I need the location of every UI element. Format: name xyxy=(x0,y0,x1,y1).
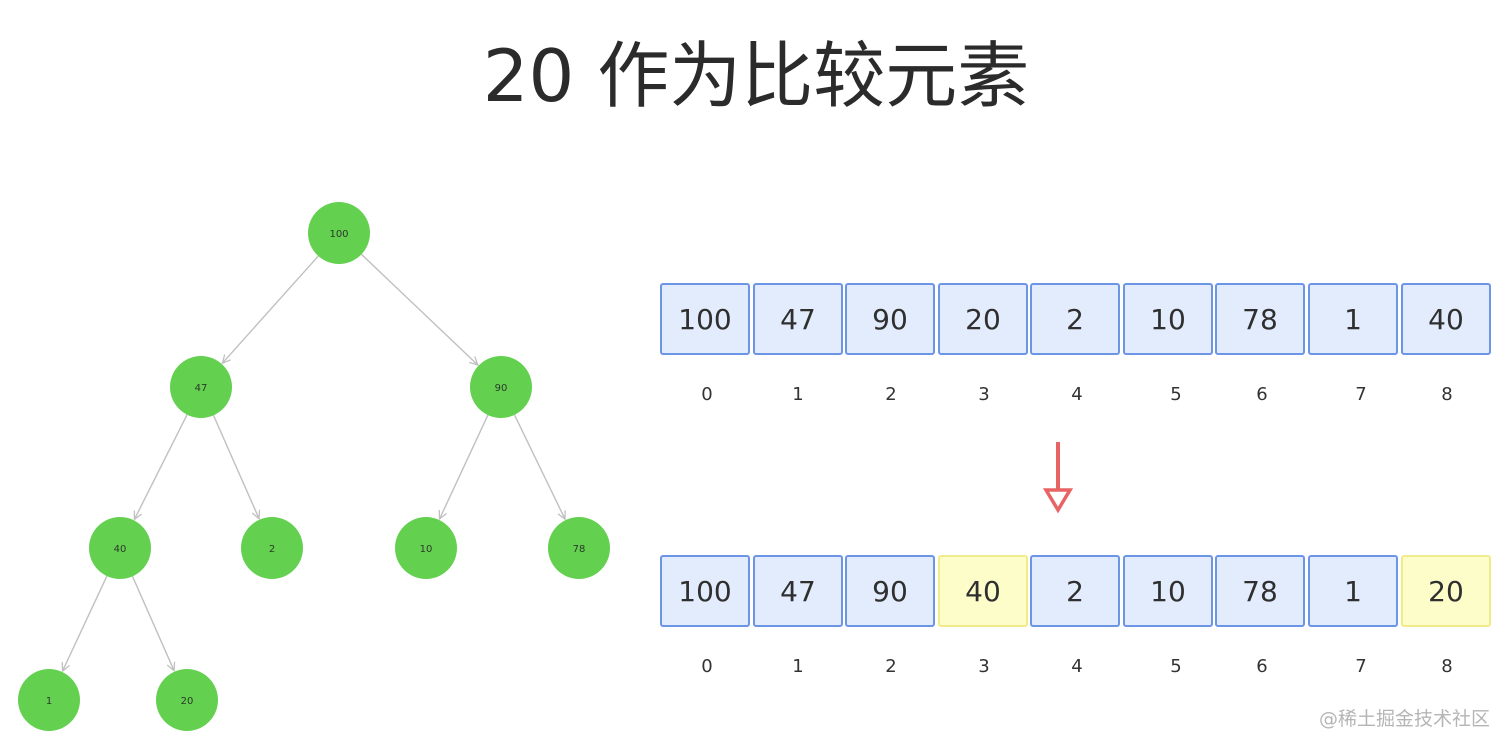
tree-node-circle xyxy=(308,202,370,264)
array-after-index-8: 8 xyxy=(1441,656,1453,677)
tree-node-circle xyxy=(548,517,610,579)
array-before-index-4: 4 xyxy=(1071,384,1083,405)
tree-node-78: 78 xyxy=(548,517,610,579)
array-before-cell-6: 78 xyxy=(1215,283,1305,355)
tree-nodes: 100 47 90 40 2 10 78 1 20 xyxy=(18,202,610,731)
tree-node-circle xyxy=(241,517,303,579)
tree-edge-n100-n90 xyxy=(360,253,477,365)
array-before-cell-7: 1 xyxy=(1308,283,1398,355)
tree-node-label: 20 xyxy=(181,696,194,707)
array-after-index-2: 2 xyxy=(885,656,897,677)
watermark: @稀土掘金技术社区 xyxy=(1318,708,1490,730)
array-after-cell-8: 20 xyxy=(1401,555,1491,627)
array-after-cell-0: 100 xyxy=(660,555,750,627)
array-before-cell-8: 40 xyxy=(1401,283,1491,355)
array-before-cell-5: 10 xyxy=(1123,283,1213,355)
array-after-index-4: 4 xyxy=(1071,656,1083,677)
tree-node-label: 1 xyxy=(46,696,52,707)
tree-edge-n90-n78 xyxy=(513,414,566,519)
tree-node-circle xyxy=(18,669,80,731)
tree-node-label: 2 xyxy=(269,544,275,555)
tree-node-1: 1 xyxy=(18,669,80,731)
tree-node-circle xyxy=(395,517,457,579)
tree-edges xyxy=(63,253,566,671)
array-after-index-5: 5 xyxy=(1170,656,1182,677)
array-after-index-3: 3 xyxy=(978,656,990,677)
array-after-cell-4: 2 xyxy=(1030,555,1120,627)
array-before-index-0: 0 xyxy=(701,384,713,405)
tree-node-label: 10 xyxy=(420,544,433,555)
array-before-index-6: 6 xyxy=(1256,384,1268,405)
tree-node-20: 20 xyxy=(156,669,218,731)
tree-node-40: 40 xyxy=(89,517,151,579)
tree-edge-n47-n40 xyxy=(134,414,188,520)
array-after-index-0: 0 xyxy=(701,656,713,677)
array-after-index-1: 1 xyxy=(792,656,804,677)
tree-node-label: 78 xyxy=(573,544,586,555)
tree-node-100: 100 xyxy=(308,202,370,264)
tree-node-circle xyxy=(470,356,532,418)
array-after-cell-6: 78 xyxy=(1215,555,1305,627)
array-after-index-7: 7 xyxy=(1355,656,1367,677)
array-after-cell-3: 40 xyxy=(938,555,1028,627)
tree-node-label: 100 xyxy=(329,229,348,240)
tree-edge-n40-n20 xyxy=(131,576,175,670)
tree-node-2: 2 xyxy=(241,517,303,579)
tree-edge-n40-n1 xyxy=(63,575,108,671)
tree-node-90: 90 xyxy=(470,356,532,418)
tree-node-10: 10 xyxy=(395,517,457,579)
arrow-head xyxy=(1042,488,1074,514)
array-after-cell-5: 10 xyxy=(1123,555,1213,627)
array-before-index-1: 1 xyxy=(792,384,804,405)
tree-edge-n47-n2 xyxy=(212,415,260,518)
tree-edge-n100-n47 xyxy=(222,255,319,363)
array-before-index-2: 2 xyxy=(885,384,897,405)
array-before-cell-3: 20 xyxy=(938,283,1028,355)
array-after-cell-2: 90 xyxy=(845,555,935,627)
array-before-index-5: 5 xyxy=(1170,384,1182,405)
tree-node-label: 40 xyxy=(114,544,127,555)
page-title: 20 作为比较元素 xyxy=(482,34,1030,118)
array-before-cell-2: 90 xyxy=(845,283,935,355)
tree-node-47: 47 xyxy=(170,356,232,418)
array-before-index-3: 3 xyxy=(978,384,990,405)
down-arrow-icon xyxy=(1042,442,1074,514)
array-before-cell-0: 100 xyxy=(660,283,750,355)
tree-node-circle xyxy=(89,517,151,579)
array-after-cell-7: 1 xyxy=(1308,555,1398,627)
tree-node-label: 90 xyxy=(495,383,508,394)
tree-node-circle xyxy=(156,669,218,731)
array-before-index-8: 8 xyxy=(1441,384,1453,405)
array-before-index-7: 7 xyxy=(1355,384,1367,405)
tree-edge-n90-n10 xyxy=(440,414,489,519)
tree-node-label: 47 xyxy=(195,383,208,394)
array-before-cell-4: 2 xyxy=(1030,283,1120,355)
array-before-cell-1: 47 xyxy=(753,283,843,355)
heap-tree: 100 47 90 40 2 10 78 1 20 xyxy=(18,202,610,731)
array-after-index-6: 6 xyxy=(1256,656,1268,677)
tree-node-circle xyxy=(170,356,232,418)
array-after-cell-1: 47 xyxy=(753,555,843,627)
